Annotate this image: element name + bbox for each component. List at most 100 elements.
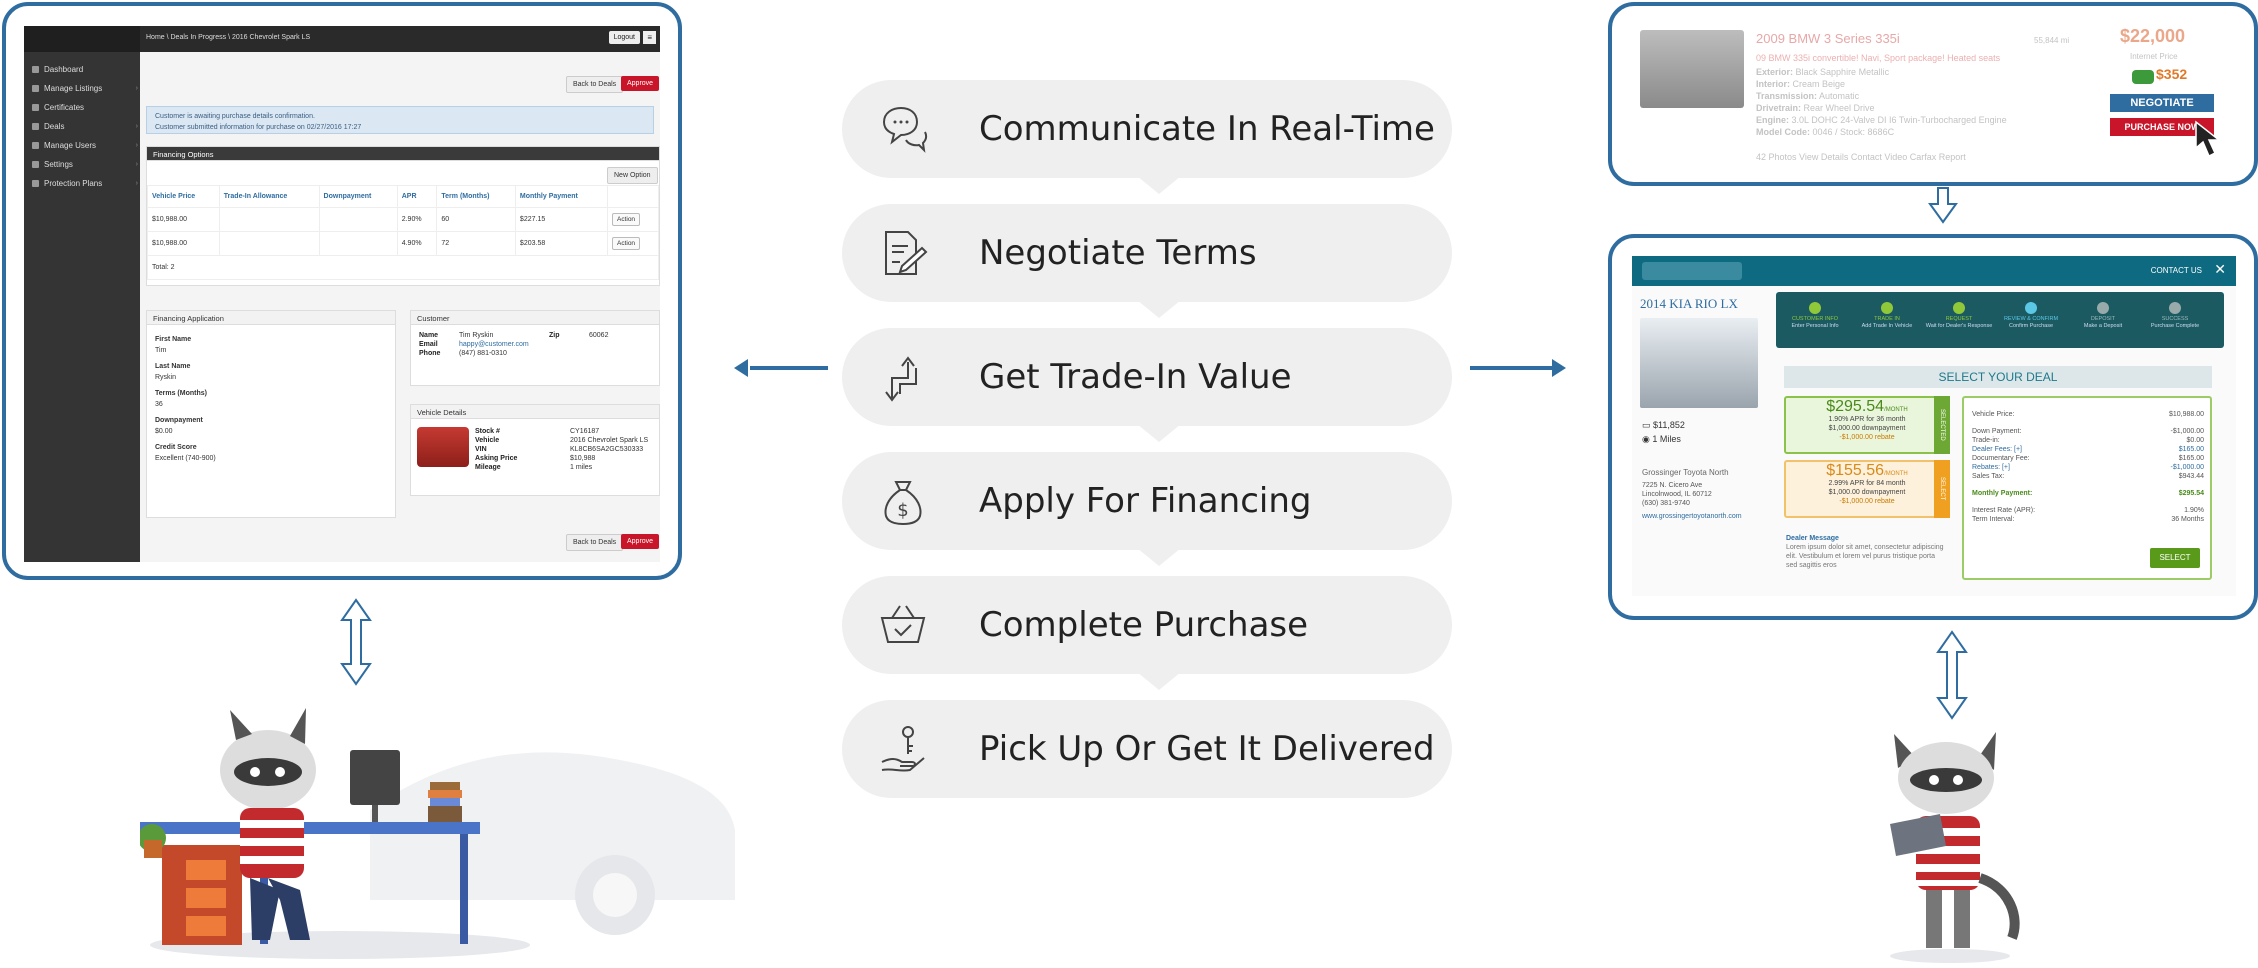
listing-price: $22,000	[2120, 26, 2186, 46]
listing-footer: 42 Photos View Details Contact Video Car…	[1756, 152, 1966, 162]
deal-option-1[interactable]: $295.54/MONTH 1.90% APR for 36 month $1,…	[1784, 396, 1950, 454]
sidebar-item-manage-users[interactable]: Manage Users›	[24, 136, 144, 155]
approve-button-bottom[interactable]: Approve	[621, 534, 660, 549]
listing-miles: 55,844 mi	[2034, 36, 2070, 45]
email-link[interactable]: happy@customer.com	[459, 341, 529, 348]
panel-title: Financing Options	[147, 147, 659, 161]
select-tag: SELECT	[1934, 460, 1950, 518]
step-purchase: Complete Purchase	[842, 576, 1452, 690]
negotiate-button[interactable]: NEGOTIATE	[2110, 94, 2214, 112]
vehicle-miles: ◉ 1 Miles	[1642, 434, 1681, 444]
select-button[interactable]: SELECT	[2150, 548, 2200, 568]
dealer-logo	[1642, 262, 1742, 280]
admin-topbar: Home \ Deals In Progress \ 2016 Chevrole…	[140, 26, 660, 52]
step-label: Negotiate Terms	[979, 233, 1257, 273]
logout-button[interactable]: Logout	[608, 31, 640, 44]
deal-option-2[interactable]: $155.56/MONTH 2.99% APR for 84 month $1,…	[1784, 460, 1950, 518]
vehicle-title: 2014 KIA RIO LX	[1640, 296, 1738, 311]
svg-text:$: $	[897, 500, 908, 521]
dealer-url[interactable]: www.grossingertoyotanorth.com	[1642, 513, 1742, 520]
back-to-deals-button-bottom[interactable]: Back to Deals	[566, 534, 624, 551]
sidebar-item-settings[interactable]: Settings›	[24, 155, 144, 174]
double-arrow-icon	[340, 598, 372, 686]
action-dropdown[interactable]: Action	[611, 237, 641, 250]
chevron-icon: ›	[135, 142, 138, 149]
kia-photo	[1640, 318, 1758, 408]
close-icon[interactable]: ✕	[2214, 261, 2226, 277]
dealer-raccoon-illustration	[140, 708, 735, 959]
action-dropdown[interactable]: Action	[611, 213, 641, 226]
listing-title[interactable]: 2009 BMW 3 Series 335i	[1756, 31, 1900, 46]
price-label: Internet Price	[2130, 52, 2178, 61]
gear-icon	[32, 161, 39, 168]
table-total: Total: 2	[147, 255, 659, 280]
selected-tag: SELECTED	[1934, 396, 1950, 454]
dealer-info: Grossinger Toyota North 7225 N. Cicero A…	[1642, 468, 1742, 520]
contact-us-link[interactable]: CONTACT US	[2150, 266, 2202, 275]
mouse-cursor-icon	[2195, 120, 2222, 158]
certificate-icon	[32, 104, 39, 111]
step-label: Pick Up Or Get It Delivered	[979, 729, 1435, 769]
new-option-button[interactable]: New Option	[607, 167, 658, 184]
vehicle-price: ▭ $11,852	[1642, 420, 1685, 430]
dealer-message: Dealer Message Lorem ipsum dolor sit ame…	[1786, 535, 1944, 569]
step-financing: $ Apply For Financing	[842, 452, 1452, 566]
arrow-right-icon	[1470, 359, 1566, 377]
deals-icon	[32, 123, 39, 130]
double-arrow-icon	[1936, 630, 1968, 720]
panel-title: Vehicle Details	[411, 405, 659, 419]
arrow-down-icon	[1928, 187, 1958, 224]
arrow-left-icon	[734, 359, 828, 377]
step-label: Complete Purchase	[979, 605, 1309, 645]
step-label: Get Trade-In Value	[979, 357, 1292, 397]
badge-price: $352	[2156, 66, 2188, 82]
admin-sidebar: Dashboard Manage Listings› Certificates …	[24, 26, 144, 562]
listing-specs: Exterior: Black Sapphire Metallic Interi…	[1756, 67, 2007, 137]
status-alert: Customer is awaiting purchase details co…	[146, 106, 654, 134]
back-to-deals-button[interactable]: Back to Deals	[566, 76, 624, 93]
sidebar-item-dashboard[interactable]: Dashboard	[24, 60, 144, 79]
chevron-icon: ›	[135, 180, 138, 187]
step-trade-in: Get Trade-In Value	[842, 328, 1452, 442]
bmw-photo	[1640, 30, 1744, 108]
hand-key-icon	[881, 726, 925, 772]
chevron-icon: ›	[135, 123, 138, 130]
dashboard-icon	[32, 66, 39, 73]
customer-raccoon-illustration	[1890, 732, 2020, 963]
step-communicate: Communicate In Real-Time	[842, 80, 1452, 194]
document-pen-icon	[885, 231, 928, 275]
listing-subtitle: 09 BMW 335i convertible! Navi, Sport pac…	[1756, 53, 2001, 63]
approve-button[interactable]: Approve	[621, 76, 660, 91]
listings-icon	[32, 85, 39, 92]
step-negotiate: Negotiate Terms	[842, 204, 1452, 318]
users-icon	[32, 142, 39, 149]
chat-bubbles-icon	[882, 106, 928, 153]
exchange-arrows-icon	[885, 356, 917, 402]
money-bag-icon: $	[884, 481, 922, 526]
step-label: Communicate In Real-Time	[979, 109, 1435, 149]
deal-breakdown: Vehicle Price:$10,988.00 Down Payment:-$…	[1962, 396, 2212, 580]
sidebar-item-manage-listings[interactable]: Manage Listings›	[24, 79, 144, 98]
menu-icon[interactable]: ≡	[643, 31, 656, 44]
sidebar-item-deals[interactable]: Deals›	[24, 117, 144, 136]
breadcrumb: Home \ Deals In Progress \ 2016 Chevrole…	[146, 34, 311, 41]
chevron-icon: ›	[135, 161, 138, 168]
sidebar-item-certificates[interactable]: Certificates	[24, 98, 144, 117]
panel-title: Financing Application	[147, 311, 395, 325]
purchase-now-button[interactable]: PURCHASE NOW	[2110, 118, 2214, 136]
step-delivery: Pick Up Or Get It Delivered	[842, 700, 1452, 798]
financing-options-panel: Financing Options New Option Vehicle Pri…	[146, 146, 660, 286]
vehicle-photo	[417, 427, 469, 467]
sidebar-item-protection-plans[interactable]: Protection Plans›	[24, 174, 144, 193]
